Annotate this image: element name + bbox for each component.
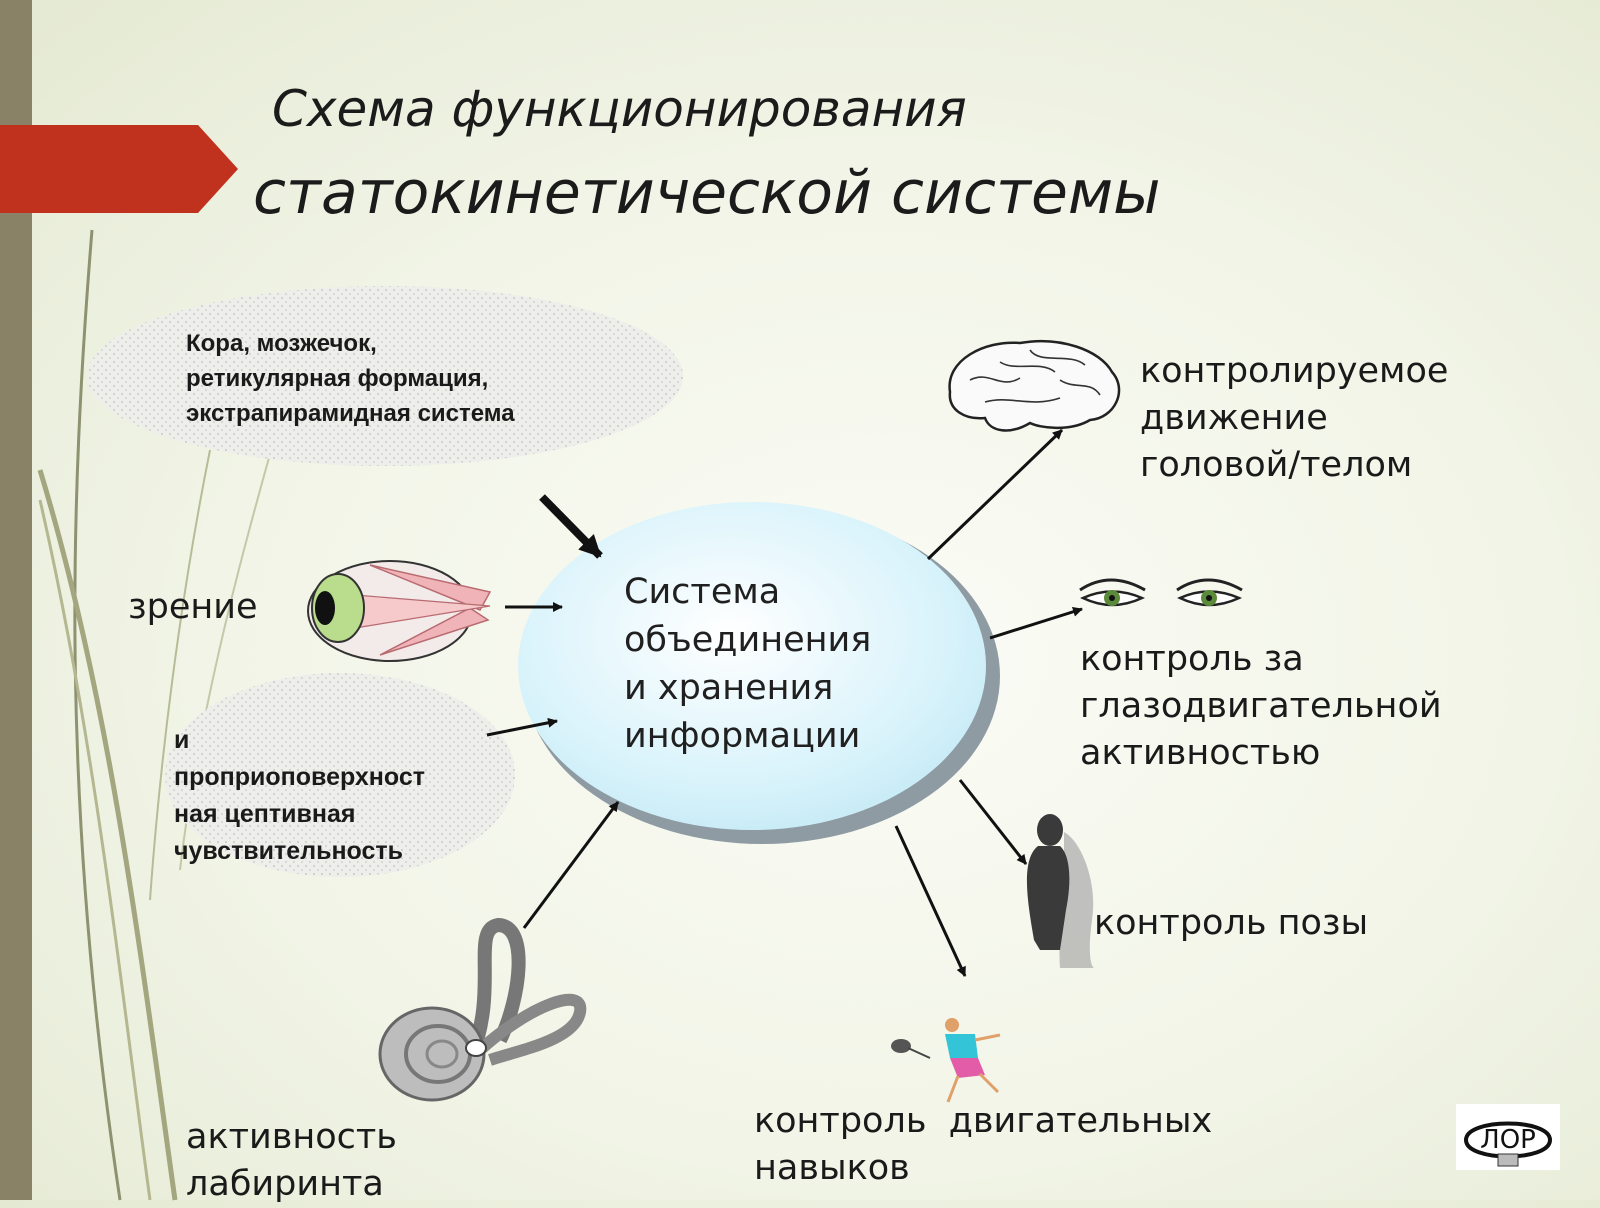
eyeball-icon (307, 560, 492, 662)
red-tab-decoration (0, 125, 238, 213)
head-body-line: контролируемое (1140, 351, 1449, 391)
cortex-bubble (87, 286, 683, 466)
arrow-cortex (539, 494, 603, 559)
logo-icon: ЛОР (1456, 1104, 1560, 1170)
logo-text: ЛОР (1480, 1125, 1536, 1155)
skills-line: контроль двигательных (754, 1101, 1213, 1141)
center-line: Система (624, 572, 781, 612)
inner-ear-icon (378, 917, 587, 1102)
cortex-line: ретикулярная формация, (186, 365, 489, 392)
arrow-proprio (486, 717, 558, 737)
skills-line: навыков (754, 1148, 910, 1188)
proprio-bubble (165, 673, 515, 877)
eye-control-line: глазодвигательной (1080, 686, 1442, 726)
head-body-line: движение (1140, 398, 1328, 438)
proprio-line: и (174, 726, 190, 754)
eye-control-label: контроль за глазодвигательной активность… (1080, 636, 1442, 777)
tennis-player-icon (891, 1018, 1001, 1103)
proprio-line: ная цептивная (174, 800, 356, 828)
arrow-eye (989, 606, 1083, 640)
eyes-icon (1079, 578, 1243, 607)
arrow-skills (894, 825, 967, 977)
eye-control-line: активностью (1080, 733, 1321, 773)
skills-label: контроль двигательных навыков (754, 1098, 1212, 1192)
labyrinth-label: активность лабиринта (186, 1114, 397, 1208)
proprio-line: проприоповерхност (174, 763, 426, 791)
posture-label: контроль позы (1094, 903, 1369, 943)
labyrinth-line: активность (186, 1117, 397, 1157)
head-body-line: головой/телом (1140, 445, 1413, 485)
title-line-1: Схема функционирования (272, 80, 967, 138)
arrow-posture (958, 779, 1028, 865)
cortex-bubble-text: Кора, мозжечок, ретикулярная формация, э… (186, 326, 515, 431)
brain-icon (948, 339, 1121, 432)
proprio-bubble-text: и проприоповерхност ная цептивная чувств… (174, 722, 514, 870)
vision-label: зрение (128, 587, 258, 627)
proprio-line: чувствительность (174, 837, 404, 865)
silhouette-icon (1026, 814, 1094, 968)
arrow-labyrinth (522, 801, 620, 929)
center-line: и хранения (624, 668, 834, 708)
center-line: информации (624, 716, 861, 756)
title-line-2: статокинетической системы (253, 158, 1161, 228)
center-line: объединения (624, 620, 872, 660)
eye-control-line: контроль за (1080, 639, 1304, 679)
cortex-line: экстрапирамидная система (186, 400, 515, 427)
labyrinth-line: лабиринта (186, 1164, 384, 1204)
cortex-line: Кора, мозжечок, (186, 330, 377, 357)
arrow-head-body (926, 428, 1064, 561)
center-ellipse (518, 502, 986, 830)
center-label: Система объединения и хранения информаци… (624, 568, 871, 760)
head-body-label: контролируемое движение головой/телом (1140, 348, 1448, 489)
